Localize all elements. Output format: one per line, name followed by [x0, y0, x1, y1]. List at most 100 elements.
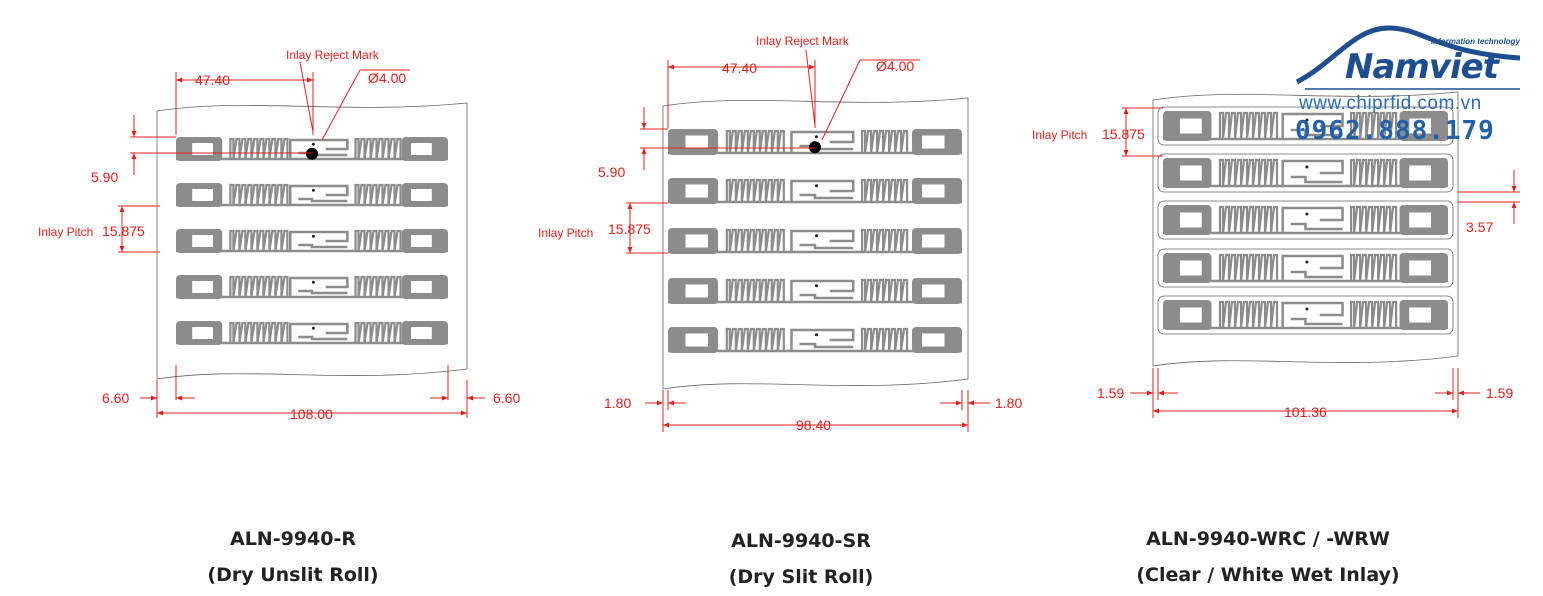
antenna-meander	[860, 178, 909, 203]
pitch-label-1: Inlay Pitch	[38, 225, 93, 239]
antenna-meander	[860, 228, 909, 253]
inlay-label-left	[192, 143, 213, 155]
offset-y-dim-2: 5.90	[598, 164, 625, 180]
dimension-arrow	[956, 400, 962, 406]
leader-line	[821, 59, 861, 141]
logo-tagline: information technology	[1431, 37, 1520, 46]
chip-icon	[814, 333, 818, 337]
dimension-arrow	[467, 395, 473, 401]
antenna-loop	[790, 229, 855, 252]
dimension-arrow	[131, 153, 137, 159]
rfid-inlay	[176, 137, 448, 161]
inlay-label-right	[411, 327, 432, 339]
reject-mark-hole	[809, 141, 821, 154]
antenna-meander	[1350, 300, 1398, 329]
dimension-arrow	[663, 422, 669, 428]
dimension-arrow	[1511, 202, 1517, 208]
inlay-label-right	[411, 281, 432, 293]
dimension-arrow	[809, 64, 815, 70]
inlay-label-left	[192, 281, 213, 293]
antenna-loop	[790, 179, 855, 202]
inlay-outline	[1157, 248, 1454, 288]
dimension-arrow	[119, 206, 125, 212]
rfid-inlay	[176, 229, 448, 253]
dimension-line	[299, 61, 314, 133]
rfid-inlay	[1157, 248, 1454, 288]
inlay-label-left	[685, 333, 708, 347]
inlay-outline	[1157, 153, 1454, 193]
dimension-arrow	[1458, 390, 1464, 396]
offset-y-dim-1: 5.90	[91, 169, 118, 185]
dimension-arrow	[1147, 390, 1153, 396]
antenna-meander	[229, 183, 289, 206]
chip-icon	[814, 184, 818, 188]
inlay-label-right	[922, 184, 945, 198]
antenna-meander	[1350, 111, 1398, 140]
antenna-meander	[229, 137, 289, 160]
inlay-label-left	[685, 135, 708, 149]
inlay-label-left	[685, 184, 708, 198]
inlay-label-left	[1179, 118, 1202, 134]
inlay-label-left	[1179, 165, 1202, 181]
antenna-loop	[1281, 159, 1344, 186]
pitch-dim-2: 15.875	[608, 221, 651, 237]
inlay-label-left	[1179, 260, 1202, 276]
width-dim-1: 108.00	[290, 406, 333, 422]
caption-subtitle-3: (Clear / White Wet Inlay)	[1136, 564, 1400, 586]
antenna-meander	[1218, 300, 1279, 329]
chip-icon	[814, 284, 818, 288]
web-outline	[156, 102, 468, 380]
dimension-arrow	[1153, 408, 1159, 414]
dimension-arrow	[962, 422, 968, 428]
dimension-arrow	[1511, 186, 1517, 192]
antenna-loop	[288, 322, 349, 343]
dimension-arrow	[157, 410, 163, 416]
antenna-meander	[229, 229, 289, 252]
dimension-arrow	[668, 400, 674, 406]
margin-left-dim-2: 1.80	[604, 395, 631, 411]
dimension-arrow	[176, 395, 182, 401]
caption-title-2: ALN-9940-SR	[731, 530, 871, 552]
antenna-meander	[1218, 111, 1279, 140]
antenna-loop	[790, 328, 855, 351]
chip-icon	[814, 135, 818, 139]
logo-url[interactable]: www.chiprfid.com.vn	[1299, 93, 1482, 114]
caption-subtitle-1: (Dry Unslit Roll)	[207, 564, 379, 586]
dimension-arrow	[131, 131, 137, 137]
antenna-meander	[860, 129, 909, 154]
margin-right-dim-1: 6.60	[493, 390, 520, 406]
inlay-outline	[1157, 106, 1454, 146]
caption-3: ALN-9940-WRC / -WRW (Clear / White Wet I…	[1068, 521, 1468, 593]
rfid-inlay	[176, 275, 448, 299]
antenna-meander	[725, 178, 785, 203]
antenna-loop	[288, 230, 349, 251]
caption-1: ALN-9940-R (Dry Unslit Roll)	[93, 521, 493, 593]
antenna-loop	[1281, 206, 1344, 233]
width-dim-2: 98.40	[796, 417, 831, 433]
dimension-arrow	[119, 246, 125, 252]
inlay-label-right	[411, 189, 432, 201]
dimension-arrow	[176, 77, 182, 83]
hole-dim-2: Ø4.00	[876, 58, 914, 74]
margin-left-dim-1: 6.60	[102, 390, 129, 406]
inlay-label-right	[1409, 165, 1432, 181]
margin-right-dim-3: 1.59	[1486, 385, 1513, 401]
offset-x-dim-1: 47.40	[195, 72, 230, 88]
chip-icon	[1305, 165, 1309, 169]
antenna-meander	[1218, 205, 1279, 234]
dimension-line	[805, 49, 816, 127]
antenna-meander	[725, 228, 785, 253]
chip-icon	[311, 234, 315, 238]
antenna-meander	[229, 275, 289, 298]
inlay-outline	[1157, 295, 1454, 335]
reject-mark-label-2: Inlay Reject Mark	[756, 34, 850, 48]
pitch-label-3: Inlay Pitch	[1032, 128, 1087, 142]
margin-right-dim-2: 1.80	[995, 395, 1022, 411]
pitch-dim-1: 15.875	[102, 223, 145, 239]
inlay-label-left	[192, 235, 213, 247]
offset-x-dim-2: 47.40	[722, 60, 757, 76]
inlay-label-right	[922, 234, 945, 248]
rfid-inlay	[1157, 153, 1454, 193]
inlay-label-left	[1179, 307, 1202, 323]
logo-swoosh-icon	[1295, 25, 1521, 90]
